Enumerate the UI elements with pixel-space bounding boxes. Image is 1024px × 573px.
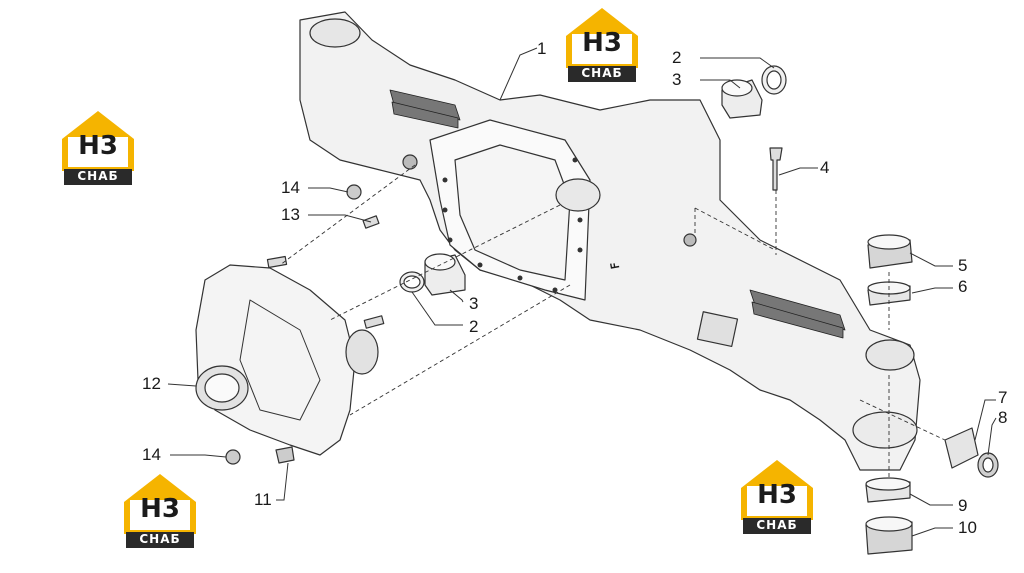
callout-1: 1 — [537, 39, 547, 58]
part-14-plug-bottom — [225, 449, 241, 465]
callout-3-left: 3 — [469, 294, 479, 313]
part-14-plug-top — [346, 184, 362, 200]
callout-10: 10 — [958, 518, 977, 537]
right-ribbed-pad — [749, 289, 846, 339]
part-4-breather — [769, 147, 783, 191]
house-logo-icon — [566, 8, 638, 82]
right-axle-end-bore — [865, 339, 915, 371]
housing-plug — [402, 154, 418, 170]
left-ribbed-pad — [389, 89, 461, 129]
callout-7: 7 — [998, 388, 1008, 407]
callout-14-top: 14 — [281, 178, 300, 197]
house-logo-icon — [741, 460, 813, 534]
part-11-bolt — [275, 446, 295, 464]
watermark-text: СНАБ — [77, 169, 119, 183]
differential-carrier — [195, 264, 356, 456]
callout-5: 5 — [958, 256, 968, 275]
watermark-text: СНАБ — [581, 66, 623, 80]
callout-9: 9 — [958, 496, 968, 515]
callout-4: 4 — [820, 158, 830, 177]
callout-13: 13 — [281, 205, 300, 224]
callout-2-left: 2 — [469, 317, 479, 336]
callout-12: 12 — [142, 374, 161, 393]
watermark-mark: H3 — [140, 494, 180, 524]
part-7-bushing — [944, 427, 979, 469]
house-logo-icon — [62, 111, 134, 185]
callout-3-top: 3 — [672, 70, 682, 89]
watermark-text: СНАБ — [139, 532, 181, 546]
watermark-logo-top-left: H3 СНАБ — [58, 107, 138, 185]
callout-11: 11 — [254, 490, 272, 509]
watermark-mark: H3 — [757, 480, 797, 510]
housing-plate — [696, 311, 739, 348]
watermark-mark: H3 — [582, 28, 622, 58]
watermark-logo-bottom-right: H3 СНАБ — [737, 456, 817, 534]
watermark-logo-bottom-left: H3 СНАБ — [120, 470, 200, 548]
center-boss — [555, 178, 601, 212]
watermark-mark: H3 — [78, 131, 118, 161]
callout-8: 8 — [998, 408, 1008, 427]
callout-14-bottom: 14 — [142, 445, 161, 464]
left-axle-end-bore — [309, 18, 361, 48]
watermark-logo-top-center: H3 СНАБ — [562, 4, 642, 82]
house-logo-icon — [124, 474, 196, 548]
watermark-text: СНАБ — [756, 518, 798, 532]
callout-6: 6 — [958, 277, 968, 296]
callout-2-top: 2 — [672, 48, 682, 67]
